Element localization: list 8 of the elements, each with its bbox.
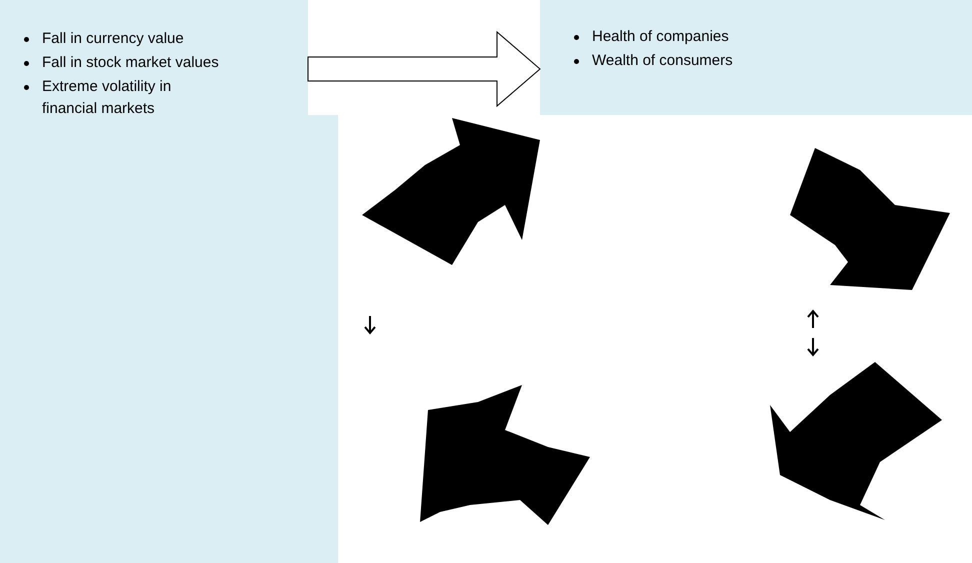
text-panel [540, 0, 972, 115]
bullet-item: Fall in currency value [22, 28, 222, 50]
bullet-item: Fall in stock market values [22, 52, 222, 74]
text-panel [0, 0, 338, 563]
bullet-item: Health of companies [572, 26, 912, 48]
block-arrow [308, 30, 541, 108]
bullet-item: Extreme volatility in financial markets [22, 76, 222, 120]
bullet-item: Wealth of consumers [572, 50, 912, 72]
